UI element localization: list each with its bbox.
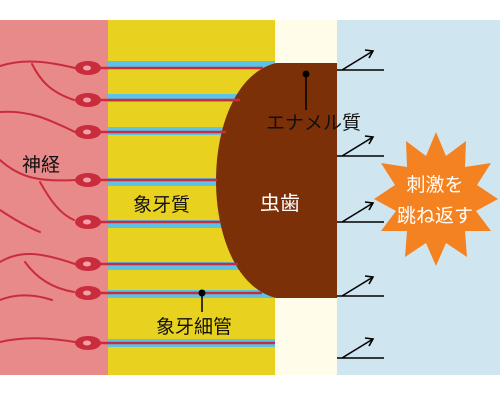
dentin-label: 象牙質 bbox=[133, 194, 191, 216]
nerve-cell-nucleus bbox=[83, 65, 91, 71]
stimulus-label-line2: 跳ね返す bbox=[396, 205, 473, 227]
nerve-label: 神経 bbox=[22, 154, 61, 176]
nerve-fibers bbox=[75, 61, 275, 350]
nerve-cell-nucleus bbox=[83, 177, 91, 183]
tubule bbox=[108, 94, 275, 102]
nerve-cell-nucleus bbox=[83, 97, 91, 103]
tubule bbox=[108, 220, 275, 228]
nerve-cell-nucleus bbox=[83, 261, 91, 267]
incoming-arrows bbox=[337, 49, 384, 359]
stimulus-label: 刺激を 跳ね返す bbox=[385, 170, 485, 232]
incoming-arrow-icon bbox=[337, 275, 384, 297]
dentinal-tubule-label: 象牙細管 bbox=[156, 316, 233, 338]
tubule-leader-line bbox=[198, 289, 206, 312]
enamel-leader-line bbox=[302, 70, 310, 110]
caries-label: 虫歯 bbox=[260, 191, 300, 215]
stimulus-label-line1: 刺激を bbox=[406, 174, 464, 196]
nerve-cell-nucleus bbox=[83, 219, 91, 225]
enamel-label: エナメル質 bbox=[266, 112, 362, 134]
caries-area bbox=[216, 63, 337, 298]
incoming-arrow-icon bbox=[337, 337, 384, 359]
nerve-branches bbox=[0, 60, 76, 343]
tubule bbox=[108, 61, 275, 69]
incoming-arrow-icon bbox=[337, 135, 384, 157]
tubule bbox=[108, 262, 275, 270]
incoming-arrow-icon bbox=[337, 49, 384, 71]
nerve-cell-nucleus bbox=[83, 290, 91, 296]
nerve-cell-nucleus bbox=[83, 340, 91, 346]
incoming-arrow-icon bbox=[337, 201, 384, 223]
stimulus-burst-icon bbox=[374, 132, 498, 266]
nerve-region bbox=[0, 20, 108, 375]
nerve-cell-nucleus bbox=[83, 129, 91, 135]
tubule bbox=[108, 178, 275, 186]
